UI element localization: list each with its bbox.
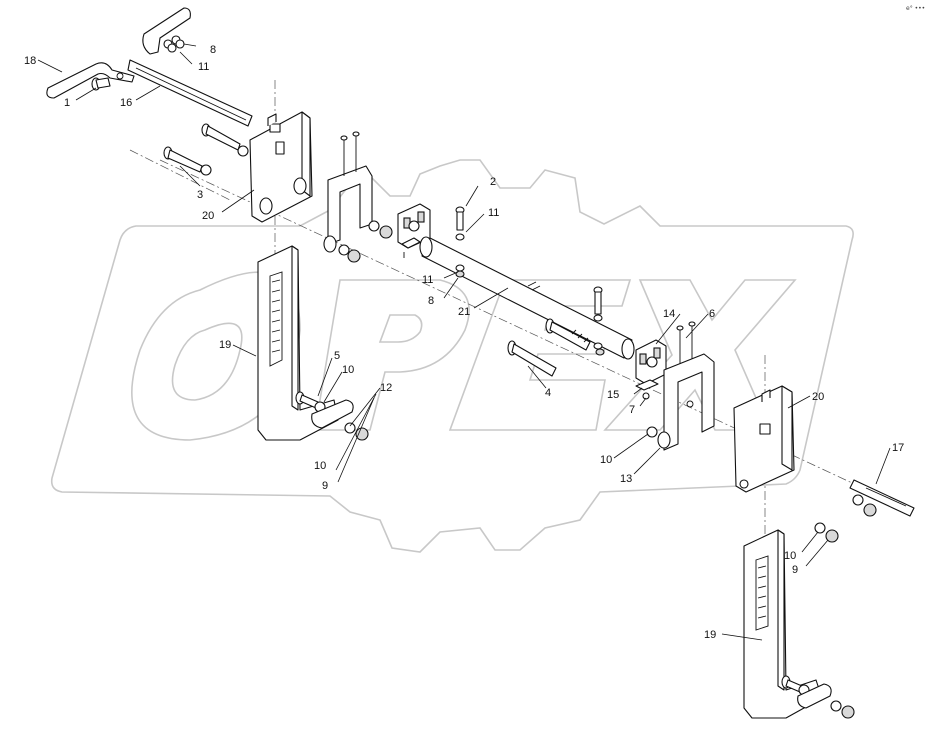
- part-19-right-hanger: [743, 529, 855, 719]
- callout-15: 15: [607, 389, 619, 401]
- opex-watermark-logo: [50, 159, 854, 553]
- left-clamp-block: [397, 203, 431, 258]
- callout-12: 12: [380, 382, 392, 394]
- part-7-nut: [642, 392, 650, 400]
- callout-20-left: 20: [202, 210, 214, 222]
- assembly-axis-lines: [129, 80, 911, 700]
- callout-2: 2: [490, 176, 496, 188]
- part-11-8-lower-washers: [455, 264, 465, 278]
- callout-6: 6: [709, 308, 715, 320]
- callout-9-right: 9: [792, 564, 798, 576]
- hanger-slots-left: [271, 279, 281, 353]
- callout-18: 18: [24, 55, 36, 67]
- callout-8-top: 8: [210, 44, 216, 56]
- watermark-letters: [131, 271, 797, 441]
- right-saddle-bracket: [663, 353, 715, 451]
- part-8-11-top-nuts: [163, 35, 185, 53]
- callout-3: 3: [197, 189, 203, 201]
- part-16-flat-bar: [127, 59, 253, 127]
- part-3-bolt: [163, 123, 249, 176]
- part-18-handle: [46, 7, 191, 99]
- part-19-left-hanger: [257, 245, 339, 441]
- watermark-letter-p: [314, 279, 470, 431]
- callout-19-left: 19: [219, 339, 231, 351]
- leader-lines: [37, 43, 891, 641]
- part-9-10-nuts-left: [344, 422, 369, 441]
- callout-19-right: 19: [704, 629, 716, 641]
- right-tube-bolts: [593, 286, 605, 356]
- part-17-right-bar: [849, 479, 915, 517]
- callout-10-a: 10: [342, 364, 354, 376]
- part-4-long-bolts: [507, 318, 591, 377]
- part-12-link-left: [311, 399, 354, 429]
- part-20-left-plate: [249, 111, 313, 223]
- callout-17: 17: [892, 442, 904, 454]
- callout-5: 5: [334, 350, 340, 362]
- part-20-right-plate: [733, 385, 795, 493]
- callout-9-left: 9: [322, 480, 328, 492]
- callout-1: 1: [64, 97, 70, 109]
- callout-16: 16: [120, 97, 132, 109]
- callout-10-c: 10: [600, 454, 612, 466]
- callout-14: 14: [663, 308, 675, 320]
- part-21-main-tube: [419, 236, 635, 360]
- part-1-screw: [91, 77, 111, 91]
- callout-13: 13: [620, 473, 632, 485]
- part-14-right-clamp: [635, 339, 667, 385]
- callout-8-low: 8: [428, 295, 434, 307]
- part-15-plate: [635, 379, 659, 391]
- callout-labels: 18 1 16 8 11 3 20 2 11 11 8 21 19 5 10 1…: [24, 44, 904, 641]
- left-saddle-bracket: [323, 131, 393, 263]
- part-5-bolt-left: [295, 391, 326, 413]
- part-2-bolt: [455, 206, 465, 241]
- callout-11-low: 11: [422, 274, 433, 286]
- callout-10-b: 10: [314, 460, 326, 472]
- part-13-spacer: [646, 426, 671, 449]
- callout-21: 21: [458, 306, 470, 318]
- callout-11-mid: 11: [488, 207, 499, 219]
- watermark-gear: [50, 159, 854, 553]
- callout-11-top: 11: [198, 61, 209, 73]
- callout-20-right: 20: [812, 391, 824, 403]
- hanger-slots-right: [757, 565, 767, 619]
- part-9-10-nuts-right: [814, 522, 839, 543]
- callout-10-d: 10: [784, 550, 796, 562]
- corner-mark: e° •••: [906, 5, 925, 12]
- callout-7: 7: [629, 404, 635, 416]
- callout-4: 4: [545, 387, 551, 399]
